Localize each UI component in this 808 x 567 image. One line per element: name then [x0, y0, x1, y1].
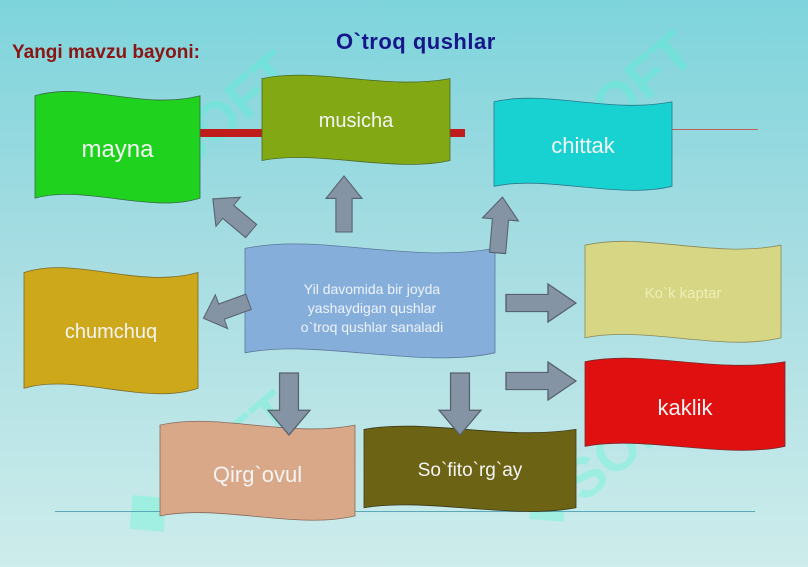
bird-flag-musicha: musicha — [262, 74, 450, 166]
center-shape — [245, 240, 495, 360]
flag-shape — [35, 90, 200, 205]
arrow-to-kaklik — [505, 360, 578, 402]
flag-shape — [585, 357, 785, 452]
bird-label-musicha: musicha — [318, 110, 394, 132]
bird-flag-kaklik: kaklik — [585, 357, 785, 452]
center-line-3: o`troq qushlar sanaladi — [300, 318, 444, 335]
arrow-to-sofitorgay — [437, 372, 483, 436]
flag-shape — [262, 74, 450, 166]
center-definition-box — [245, 240, 495, 360]
center-line-2: yashaydigan qushlar — [307, 299, 437, 316]
bird-flag-chittak: chittak — [494, 97, 672, 192]
bird-flag-sofitorgay: So`fito`rg`ay — [364, 425, 576, 513]
bird-label-sofitorgay: So`fito`rg`ay — [417, 460, 523, 481]
arrow-to-qirgovul — [266, 372, 312, 436]
flag-shape — [364, 425, 576, 513]
center-definition-text: Yil davomida bir joyda yashaydigan qushl… — [262, 280, 482, 337]
bird-flag-qirgovul: Qirg`ovul — [160, 420, 355, 522]
bird-label-chittak: chittak — [551, 133, 615, 158]
arrow-to-mayna — [201, 184, 264, 245]
bird-label-chumchuq: chumchuq — [64, 321, 158, 343]
bird-label-kaklik: kaklik — [657, 395, 713, 420]
flag-shape — [585, 240, 781, 344]
flag-shape — [494, 97, 672, 192]
bird-flag-kok-kaptar: Ko`k kaptar — [585, 240, 781, 344]
bird-flag-mayna: mayna — [35, 90, 200, 205]
flag-shape — [24, 266, 198, 396]
arrow-to-musicha — [324, 175, 364, 233]
arrow-to-kok-kaptar — [505, 282, 578, 324]
center-line-1: Yil davomida bir joyda — [303, 281, 441, 297]
slide-subtitle: Yangi mavzu bayoni: — [12, 42, 200, 63]
footer-rule — [55, 511, 755, 512]
connector-line-thin — [668, 129, 758, 130]
bird-flag-chumchuq: chumchuq — [24, 266, 198, 396]
arrow-to-chittak — [480, 196, 521, 255]
bird-label-kok-kaptar: Ko`k kaptar — [644, 285, 722, 302]
bird-label-qirgovul: Qirg`ovul — [212, 462, 303, 487]
slide-title: O`troq qushlar — [336, 29, 496, 54]
bird-label-mayna: mayna — [81, 136, 154, 163]
arrow-to-chumchuq — [197, 285, 254, 335]
flag-shape — [160, 420, 355, 522]
